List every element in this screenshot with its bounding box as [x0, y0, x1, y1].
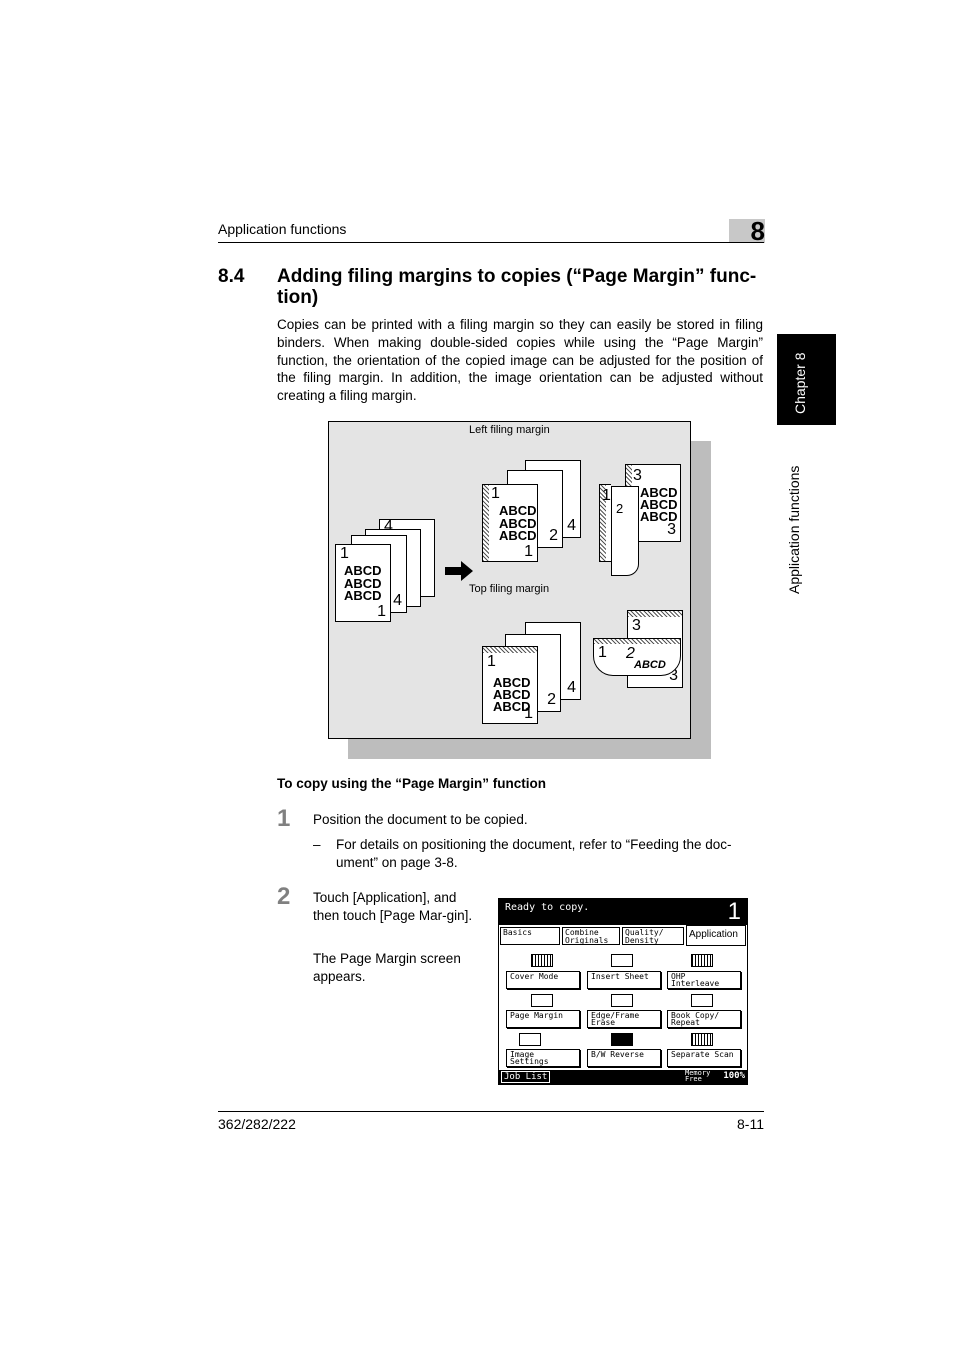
caption-left-margin: Left filing margin [469, 424, 550, 436]
arrow-right-icon [445, 561, 473, 581]
separate-scan-icon [691, 1033, 713, 1046]
section-title: Adding filing margins to copies (“Page M… [277, 266, 757, 308]
separate-scan-button[interactable]: Separate Scan [667, 1049, 741, 1067]
book-copy-icon [691, 994, 713, 1007]
section-number: 8.4 [218, 266, 245, 287]
page-margin-figure: Left filing margin Top filing margin 4 4… [328, 421, 691, 739]
step-2-text: Touch [Application], and then touch [Pag… [313, 890, 473, 923]
caption-top-margin: Top filing margin [469, 583, 550, 595]
step-1-note-dash: – [313, 837, 321, 852]
ohp-interleave-button[interactable]: OHP Interleave [667, 971, 741, 989]
footer-page-number: 8-11 [737, 1116, 764, 1132]
intro-paragraph: Copies can be printed with a filing marg… [277, 317, 763, 404]
bottom-bar: Job List Memory Free 100% [499, 1070, 747, 1084]
original-page: 1 ABCD ABCD ABCD 1 [335, 544, 391, 622]
step-1-text: Position the document to be copied. [313, 812, 528, 827]
status-bar: Ready to copy. 1 [499, 898, 747, 925]
step-1-note: For details on positioning the document,… [336, 837, 732, 870]
bw-reverse-icon [611, 1033, 633, 1046]
chapter-number-box [729, 219, 765, 243]
edge-frame-erase-button[interactable]: Edge/Frame Erase [587, 1010, 661, 1028]
cover-mode-icon [531, 954, 553, 967]
insert-sheet-button[interactable]: Insert Sheet [587, 971, 661, 989]
image-settings-button[interactable]: Image Settings [506, 1049, 580, 1067]
footer-model: 362/282/222 [218, 1116, 296, 1132]
job-list-button[interactable]: Job List [501, 1071, 551, 1083]
tab-quality-density[interactable]: Quality/ Density [622, 927, 684, 945]
step-1-number: 1 [277, 805, 291, 832]
copy-count: 1 [727, 898, 741, 925]
control-panel-screen: Ready to copy. 1 Basics Combine Original… [498, 898, 748, 1085]
chapter-side-tab [777, 334, 836, 425]
page-margin-icon [531, 994, 553, 1007]
tab-basics[interactable]: Basics [500, 927, 560, 945]
memory-label: Memory Free [685, 1069, 711, 1083]
book-copy-repeat-button[interactable]: Book Copy/ Repeat [667, 1010, 741, 1028]
procedure-title: To copy using the “Page Margin” function [277, 776, 547, 791]
page-margin-button[interactable]: Page Margin [506, 1010, 580, 1028]
bw-reverse-button[interactable]: B/W Reverse [587, 1049, 661, 1067]
cover-mode-button[interactable]: Cover Mode [506, 971, 580, 989]
insert-sheet-icon [611, 954, 633, 967]
step-2-result: The Page Margin screen appears. [313, 951, 461, 984]
image-settings-icon [519, 1033, 541, 1046]
footer-rule [218, 1111, 764, 1112]
chapter-number: 8 [750, 216, 765, 246]
header-rule [218, 242, 764, 243]
status-message: Ready to copy. [505, 902, 590, 913]
side-tab-chapter-label: Chapter 8 [792, 352, 808, 414]
tab-combine-originals[interactable]: Combine Originals [562, 927, 620, 945]
edge-frame-erase-icon [611, 994, 633, 1007]
ohp-interleave-icon [691, 954, 713, 967]
running-header: Application functions [218, 221, 347, 237]
memory-value: 100% [723, 1071, 745, 1081]
step-2-number: 2 [277, 883, 291, 910]
side-tab-section-label: Application functions [786, 465, 802, 594]
tab-application[interactable]: Application [686, 925, 746, 946]
